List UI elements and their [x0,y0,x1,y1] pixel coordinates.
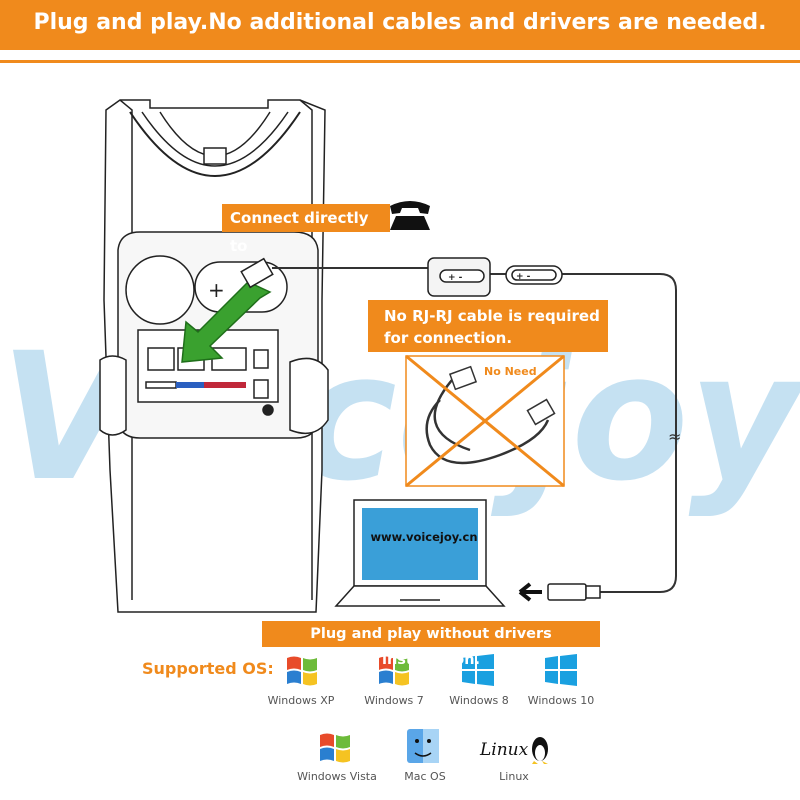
rj-plug-connector [240,257,274,289]
website-url: www.voicejoy.cn [370,530,478,544]
windows-7-icon [379,656,409,686]
os-name-windows-10: Windows 10 [527,694,595,707]
os-name-windows-xp: Windows XP [267,694,335,707]
arrow-to-laptop-icon [518,582,542,602]
os-name-windows-vista: Windows Vista [297,770,377,783]
os-name-linux: Linux [499,770,529,783]
windows-xp-icon [287,656,317,686]
os-name-windows-7: Windows 7 [364,694,424,707]
no-need-label: No Need [484,365,537,378]
usb-plug [547,583,601,601]
mac-os-icon [407,729,439,763]
supported-os-title: Supported OS: [142,659,274,678]
no-rj-line-2: for connection. [384,329,513,347]
banner-title: Plug and play.No additional cables and d… [33,10,767,35]
os-name-mac-os: Mac OS [404,770,446,783]
connect-directly-label: Connect directly to [222,204,390,255]
svg-text:≈: ≈ [668,427,681,446]
cable-controls [427,257,563,297]
green-arrow-icon [181,281,272,363]
windows-vista-icon [320,733,350,763]
windows-8-icon [462,654,494,686]
svg-text:Linux: Linux [479,740,529,760]
no-rj-cable-label: No RJ-RJ cable is required for connectio… [368,300,608,352]
os-name-windows-8: Windows 8 [449,694,509,707]
mute-control-labels: + - [448,273,463,283]
banner-divider [0,60,800,63]
linux-icon: Linux [479,737,548,764]
header-banner: Plug and play.No additional cables and d… [0,0,800,50]
no-need-cable-box [405,354,565,488]
windows-10-icon [545,654,577,686]
svg-text:+: + [208,278,225,302]
plug-and-play-label: Plug and play without drivers installati… [262,621,600,668]
laptop [334,499,506,607]
volume-control-labels: + - [516,272,531,282]
telephone-icon [390,201,430,230]
no-rj-line-1: No RJ-RJ cable is required [384,307,600,325]
